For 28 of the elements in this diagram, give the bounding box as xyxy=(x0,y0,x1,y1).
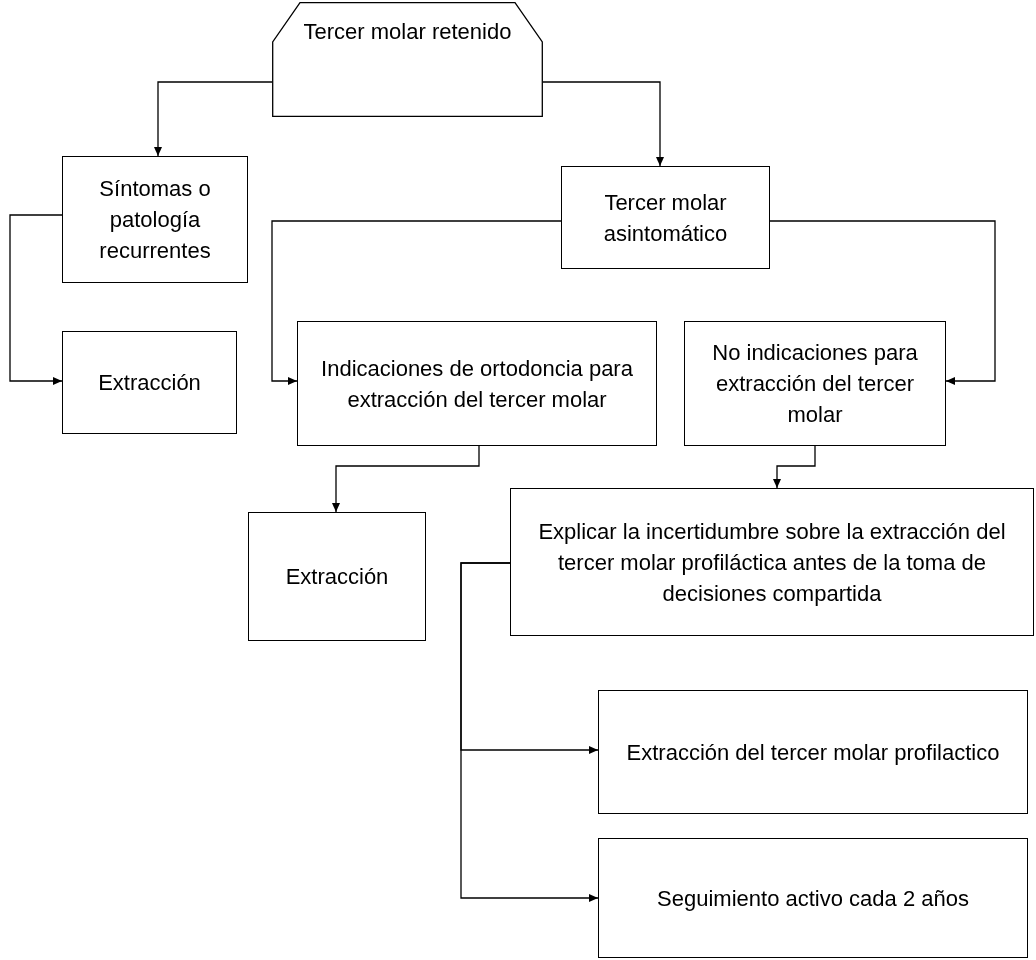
process-box xyxy=(684,321,946,446)
start-box xyxy=(272,2,543,117)
process-box xyxy=(248,512,426,641)
process-box xyxy=(297,321,657,446)
process-box xyxy=(561,166,770,269)
process-box xyxy=(62,156,248,283)
node-text: Tercer molar retenido xyxy=(303,18,512,46)
arrow xyxy=(769,220,996,385)
arrow xyxy=(154,81,273,157)
node-text: Extracción del tercer molar profilactico xyxy=(626,738,1000,767)
process-box xyxy=(510,488,1034,636)
node-text: Extracción xyxy=(285,563,389,591)
arrow xyxy=(332,445,480,513)
node-text: Síntomas o patología recurrentes xyxy=(98,175,212,265)
node-text: Seguimiento activo cada 2 años xyxy=(657,884,969,913)
process-box xyxy=(598,838,1028,958)
arrow xyxy=(460,562,599,902)
node-text: No indicaciones para extracción del tercer molar xyxy=(711,339,919,429)
process-box xyxy=(62,331,237,434)
node-text: Indicaciones de ortodoncia para extracción del tercer molar xyxy=(320,354,634,414)
node-text: Explicar la incertidumbre sobre la extracción del tercer molar profiláctica antes de la toma de decisiones compartida xyxy=(537,517,1007,608)
arrow xyxy=(9,214,63,385)
node-text: Tercer molar asintomático xyxy=(602,188,729,248)
node-text: Extracción xyxy=(98,369,201,397)
arrow xyxy=(271,220,562,385)
arrow xyxy=(773,445,816,489)
arrow xyxy=(542,81,664,167)
process-box xyxy=(598,690,1028,814)
